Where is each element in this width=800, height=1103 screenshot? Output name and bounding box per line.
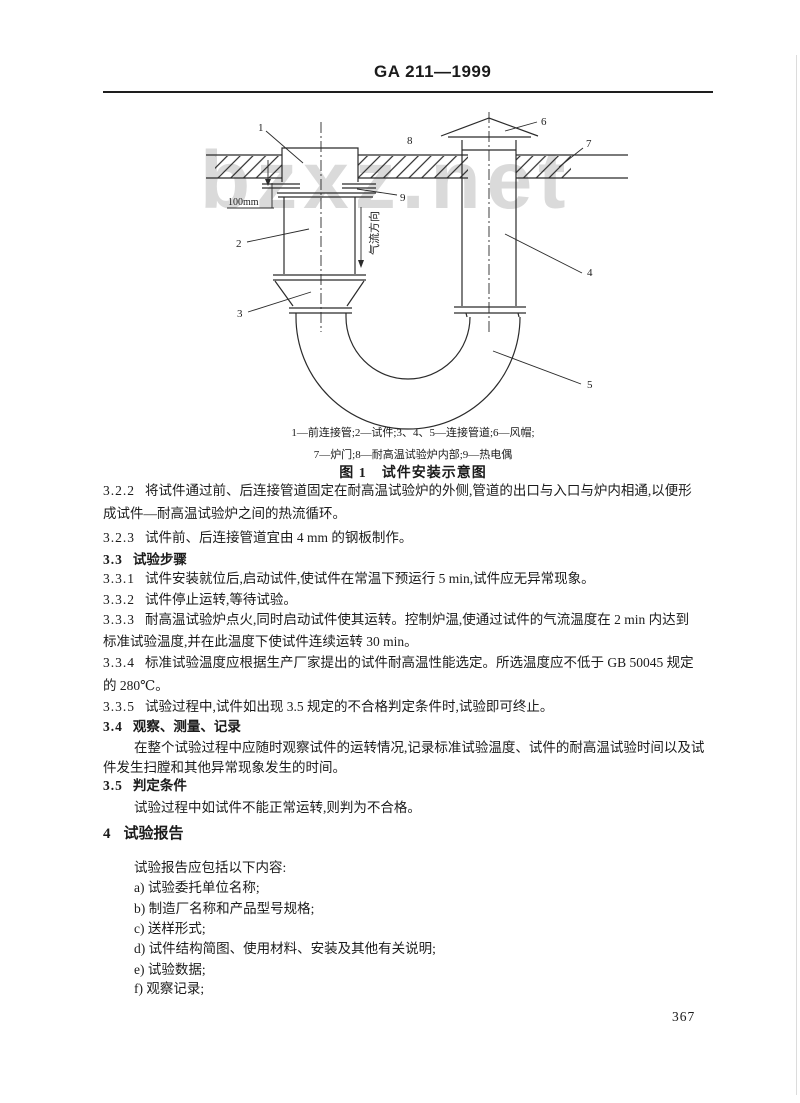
label-1: 1 [258,122,264,134]
clause-number: 3.3.4 [103,655,135,670]
standard-code: GA 211—1999 [374,62,492,81]
clause-text: 件发生扫膛和其他异常现象发生的时间。 [103,760,346,775]
para-3-4-line1: 在整个试验过程中应随时观察试件的运转情况,记录标准试验温度、试件的耐高温试验时间… [134,740,704,757]
clause-number: 3.5 [103,778,123,793]
clause-text: 在整个试验过程中应随时观察试件的运转情况,记录标准试验温度、试件的耐高温试验时间… [134,740,705,755]
furnace-wall-hatch [206,154,628,179]
list-item-text: f) 观察记录; [134,981,205,996]
list-item-text: a) 试验委托单位名称; [134,880,260,895]
heading-3-5: 3.5 判定条件 [103,778,187,795]
report-item-f: f) 观察记录; [134,981,204,998]
clause-number: 3.3.3 [103,612,135,627]
para-3-3-4-line2: 的 280℃。 [103,678,169,695]
para-4-intro: 试验报告应包括以下内容: [134,860,286,877]
clause-text: 试验过程中如试件不能正常运转,则判为不合格。 [134,800,421,815]
label-4: 4 [587,267,593,279]
para-3-3-5: 3.3.5 试验过程中,试件如出现 3.5 规定的不合格判定条件时,试验即可终止。 [103,699,553,716]
heading-3-4: 3.4 观察、测量、记录 [103,719,241,736]
clause-text: 成试件—耐高温试验炉之间的热流循环。 [103,506,346,521]
report-item-a: a) 试验委托单位名称; [134,880,260,897]
part-labels: 1 2 3 4 5 6 7 8 9 [236,116,593,391]
para-3-4-line2: 件发生扫膛和其他异常现象发生的时间。 [103,760,346,777]
dimension-label: 100mm [228,197,259,208]
clause-text: 将试件通过前、后连接管道固定在耐高温试验炉的外侧,管道的出口与入口与炉内相通,以… [145,483,692,498]
label-2: 2 [236,238,242,250]
para-3-3-4-line1: 3.3.4 标准试验温度应根据生产厂家提出的试件耐高温性能选定。所选温度应不低于 … [103,655,694,672]
list-item-text: b) 制造厂名称和产品型号规格; [134,901,315,916]
report-item-c: c) 送样形式; [134,921,206,938]
para-3-3-1: 3.3.1 试件安装就位后,启动试件,使试件在常温下预运行 5 min,试件应无异… [103,571,595,588]
list-item-text: e) 试验数据; [134,962,206,977]
list-item-text: d) 试件结构简图、使用材料、安装及其他有关说明; [134,941,436,956]
label-7: 7 [586,138,592,150]
label-9: 9 [400,192,406,204]
heading-text: 观察、测量、记录 [132,719,241,734]
clause-number: 3.2.3 [103,530,135,545]
clause-text: 试验过程中,试件如出现 3.5 规定的不合格判定条件时,试验即可终止。 [145,699,554,714]
para-3-3-3-line2: 标准试验温度,并在此温度下使试件连续运转 30 min。 [103,634,418,651]
scan-edge-artifact [796,55,797,1095]
label-3: 3 [237,308,243,320]
dimension-100mm: 100mm [227,160,274,209]
report-item-b: b) 制造厂名称和产品型号规格; [134,901,314,918]
header-rule [103,91,713,93]
para-3-5: 试验过程中如试件不能正常运转,则判为不合格。 [134,800,421,817]
para-3-3-2: 3.3.2 试件停止运转,等待试验。 [103,592,297,609]
page-number: 367 [672,1009,696,1024]
clause-text: 耐高温试验炉点火,同时启动试件使其运转。控制炉温,使通过试件的气流温度在 2 m… [145,612,690,627]
report-item-d: d) 试件结构简图、使用材料、安装及其他有关说明; [134,941,436,958]
clause-text: 标准试验温度应根据生产厂家提出的试件耐高温性能选定。所选温度应不低于 GB 50… [145,655,694,670]
clause-text: 试件停止运转,等待试验。 [145,592,297,607]
clause-text: 的 280℃。 [103,678,169,693]
clause-number: 3.2.2 [103,483,135,498]
clause-text: 试验报告应包括以下内容: [134,860,287,875]
clause-number: 4 [103,826,111,842]
label-6: 6 [541,116,547,128]
u-bend-duct [295,316,521,430]
clause-text: 试件前、后连接管道宜由 4 mm 的钢板制作。 [145,530,413,545]
para-3-2-3: 3.2.3 试件前、后连接管道宜由 4 mm 的钢板制作。 [103,530,412,547]
figure-1-diagram: 气流方向 100mm 1 2 3 4 5 6 7 8 [206,112,628,430]
heading-4: 4 试验报告 [103,825,184,844]
figure-caption-line2: 7—炉门;8—耐高温试验炉内部;9—热电偶 [313,449,513,461]
figure-caption-line1: 1—前连接管;2—试件;3、4、5—连接管道;6—风帽; [291,427,535,439]
heading-3-3: 3.3 试验步骤 [103,552,187,569]
heading-text: 判定条件 [132,778,187,793]
heading-text: 试验步骤 [132,552,187,567]
label-8: 8 [407,135,413,147]
para-3-2-2-line1: 3.2.2 将试件通过前、后连接管道固定在耐高温试验炉的外侧,管道的出口与入口与炉… [103,483,692,500]
heading-text: 试验报告 [123,826,184,842]
airflow-direction: 气流方向 [358,207,381,268]
label-5: 5 [587,379,593,391]
para-3-3-3-line1: 3.3.3 耐高温试验炉点火,同时启动试件使其运转。控制炉温,使通过试件的气流温度… [103,612,689,629]
figure-title: 图 1 试件安装示意图 [339,466,487,481]
clause-number: 3.3.2 [103,592,135,607]
clause-number: 3.3 [103,552,123,567]
airflow-label: 气流方向 [367,211,381,255]
list-item-text: c) 送样形式; [134,921,206,936]
clause-text: 标准试验温度,并在此温度下使试件连续运转 30 min。 [103,634,418,649]
report-item-e: e) 试验数据; [134,962,206,979]
clause-number: 3.3.1 [103,571,135,586]
clause-number: 3.4 [103,719,123,734]
clause-text: 试件安装就位后,启动试件,使试件在常温下预运行 5 min,试件应无异常现象。 [145,571,595,586]
para-3-2-2-line2: 成试件—耐高温试验炉之间的热流循环。 [103,506,346,523]
rear-pipe-and-cap [440,117,539,318]
clause-number: 3.3.5 [103,699,135,714]
